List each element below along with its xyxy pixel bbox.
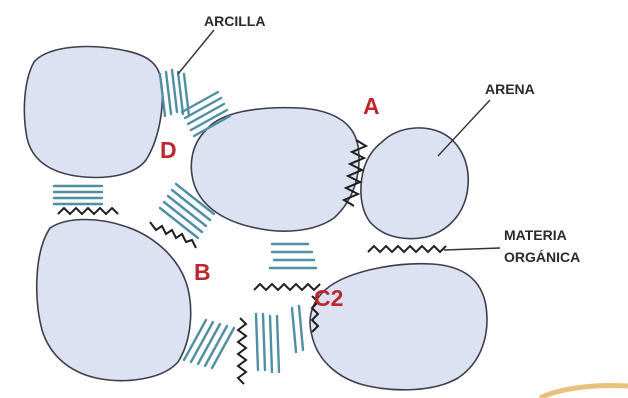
clay-stack-b: [158, 182, 216, 240]
bond-label-a: A: [363, 93, 380, 119]
organic-chain-b: [149, 221, 197, 249]
label-sand: ARENA: [485, 81, 535, 97]
clay-stack-middle: [268, 242, 318, 270]
label-organic-line1: MATERIA: [504, 227, 567, 243]
organic-chain-left: [57, 206, 119, 216]
bond-label-b: B: [194, 259, 211, 285]
sand-grain-top-left: [23, 45, 164, 179]
organic-chain-right: [367, 244, 447, 254]
organic-chain-c2: [253, 282, 321, 292]
clay-stack-left: [52, 184, 104, 206]
organic-chain-c2-vertical: [310, 295, 320, 333]
sand-grain-bottom-right: [309, 262, 488, 391]
organic-chain-a: [341, 139, 369, 207]
decorative-accent-arc: [538, 383, 628, 398]
bond-label-d: D: [160, 137, 177, 163]
leader-line-clay: [177, 29, 215, 75]
clay-stack-bottom-center: [254, 304, 305, 374]
sand-grain-right: [360, 127, 469, 240]
clay-stack-d: [180, 90, 232, 138]
clay-stack-top: [158, 68, 191, 118]
leader-line-organic: [443, 247, 501, 251]
sand-grain-bottom-left: [36, 218, 192, 382]
bond-label-c2: C2: [314, 285, 343, 311]
sand-grain-center: [190, 106, 360, 232]
label-organic-line2: ORGÁNICA: [504, 249, 580, 265]
organic-chain-bottom: [236, 317, 248, 385]
label-clay: ARCILLA: [204, 13, 265, 29]
leader-line-sand: [437, 99, 491, 157]
clay-stack-bottom-left: [182, 318, 236, 370]
